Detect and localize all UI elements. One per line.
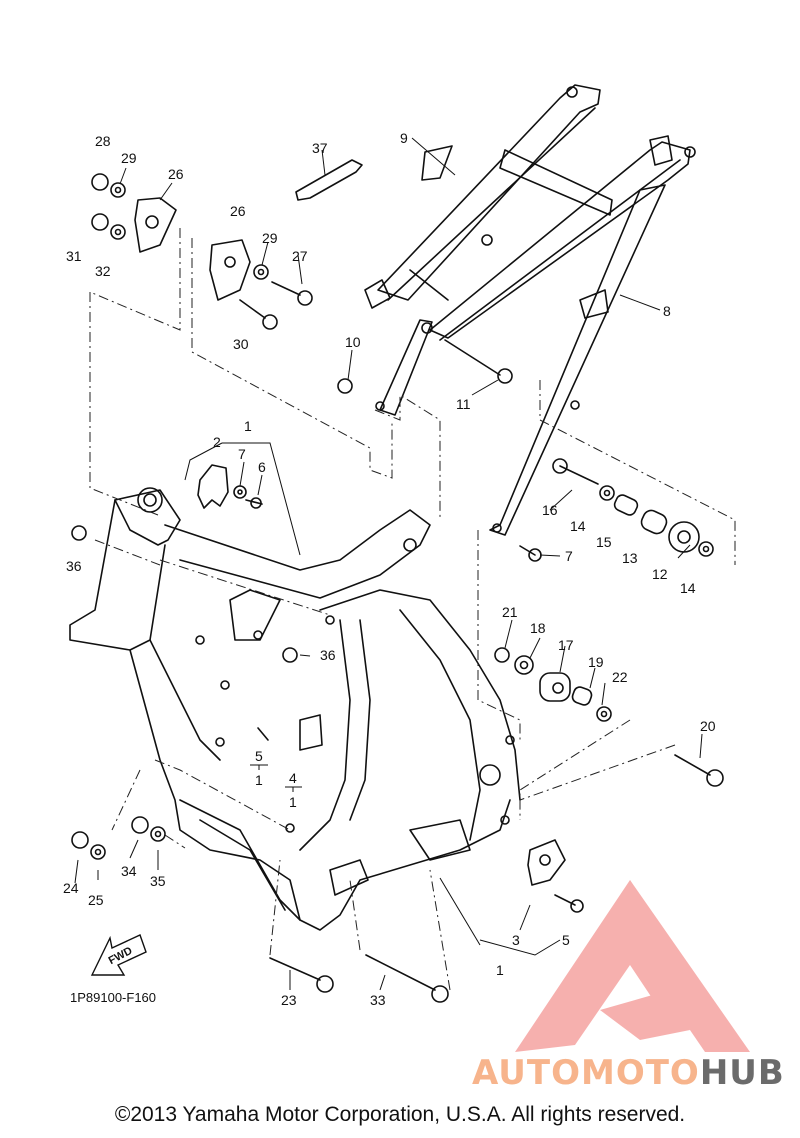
part-37-guide (295, 159, 363, 201)
part-26-engine-bracket-left (134, 197, 177, 253)
part-26-engine-bracket-right (209, 239, 251, 301)
callout-19: 19 (588, 654, 604, 670)
watermark-text: AUTOMOTOHUB (472, 1053, 785, 1093)
rear-subframe (364, 84, 696, 536)
callout-14b: 14 (680, 580, 696, 596)
callout-10: 10 (345, 334, 361, 350)
callout-14a: 14 (570, 518, 586, 534)
watermark-part-auto: AUTO (472, 1053, 581, 1093)
callout-leaders (74, 137, 703, 991)
callout-15: 15 (596, 534, 612, 550)
callout-29: 29 (121, 150, 137, 166)
callout-7b: 7 (565, 548, 573, 564)
callout-33: 33 (370, 992, 386, 1008)
callout-26b: 26 (230, 203, 246, 219)
fwd-arrow-icon (90, 934, 147, 976)
callout-34: 34 (121, 863, 137, 879)
watermark-part-moto: MOTO (580, 1053, 700, 1093)
callout-6: 6 (258, 459, 266, 475)
main-frame (69, 487, 566, 931)
copyright-notice: ©2013 Yamaha Motor Corporation, U.S.A. A… (114, 1103, 686, 1126)
callout-21: 21 (502, 604, 518, 620)
callout-5a: 5 (255, 748, 263, 764)
callout-1b: 1 (255, 772, 263, 788)
callout-20: 20 (700, 718, 716, 734)
callout-37: 37 (312, 140, 328, 156)
callout-1d: 1 (496, 962, 504, 978)
callout-27: 27 (292, 248, 308, 264)
callout-8: 8 (663, 303, 671, 319)
callout-4: 4 (289, 770, 297, 786)
callout-36b: 36 (320, 647, 336, 663)
callout-16: 16 (542, 502, 558, 518)
callout-7a: 7 (238, 446, 246, 462)
alignment-lines (89, 228, 736, 991)
callout-2: 2 (213, 434, 221, 450)
callout-3: 3 (512, 932, 520, 948)
callout-24: 24 (63, 880, 79, 896)
diagram-code: 1P89100-F160 (70, 990, 157, 1005)
callout-30: 30 (233, 336, 249, 352)
callout-13: 13 (622, 550, 638, 566)
callout-23: 23 (281, 992, 297, 1008)
callout-32: 32 (95, 263, 111, 279)
callout-1c: 1 (289, 794, 297, 810)
part-9-bracket (421, 145, 453, 181)
callout-9: 9 (400, 130, 408, 146)
callout-12: 12 (652, 566, 668, 582)
part-2-clamp (197, 464, 229, 509)
callout-28: 28 (95, 133, 111, 149)
callout-36a: 36 (66, 558, 82, 574)
watermark-part-hub: HUB (699, 1053, 785, 1093)
callout-5b: 5 (562, 932, 570, 948)
callout-29b: 29 (262, 230, 278, 246)
callout-22: 22 (612, 669, 628, 685)
callout-18: 18 (530, 620, 546, 636)
callout-25: 25 (88, 892, 104, 908)
callout-35: 35 (150, 873, 166, 889)
callout-26: 26 (168, 166, 184, 182)
callout-17: 17 (558, 637, 574, 653)
automotohub-logo-icon (515, 880, 750, 1052)
callout-11: 11 (456, 396, 471, 412)
callout-31: 31 (66, 248, 82, 264)
fasteners (71, 173, 724, 1003)
callout-1a: 1 (244, 418, 252, 434)
